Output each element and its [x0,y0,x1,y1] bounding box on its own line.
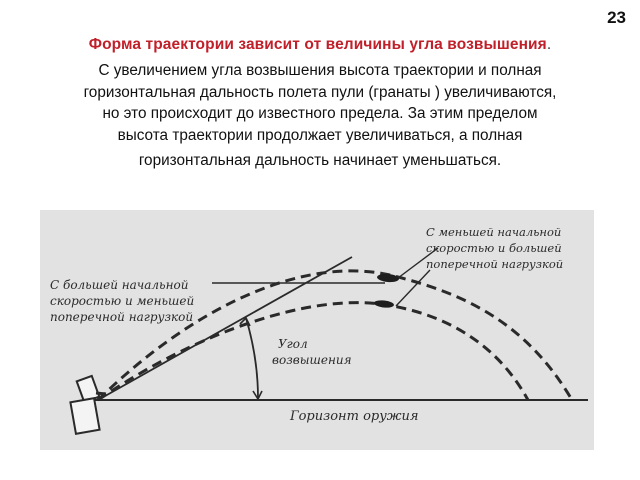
label-right-line: поперечной нагрузкой [426,257,563,271]
right-leader-line-upper [397,247,439,279]
title-end: . [546,36,552,53]
label-left-line: поперечной нагрузкой [50,310,193,324]
trajectory-inner [97,301,530,402]
label-right: С меньшей начальной скоростью и большей … [426,225,565,271]
body-paragraph: С увеличением угла возвышения высота тра… [12,60,628,172]
label-angle: Угол возвышения [272,337,352,367]
trajectory-outer [96,269,574,402]
label-horizon: Горизонт оружия [289,409,419,424]
paragraph-line: С увеличением угла возвышения высота тра… [98,62,542,79]
label-left-line: С большей начальной [50,278,188,292]
projectile-inner [374,300,394,308]
label-right-line: скоростью и большей [426,241,562,255]
label-angle-line: Угол [278,337,308,351]
paragraph-line: но это происходит до известного предела.… [102,105,538,123]
slide-title: Форма траектории зависит от величины угл… [0,36,640,54]
label-left: С большей начальной скоростью и меньшей … [50,278,198,324]
page-number: 23 [607,8,626,27]
paragraph-line: горизонтальная дальность начинает уменьш… [138,152,502,170]
angle-arrow-bottom [252,390,263,401]
paragraph-line: высота траектории продолжает увеличивать… [117,126,523,144]
label-left-line: скоростью и меньшей [50,294,194,308]
trajectory-svg: С большей начальной скоростью и меньшей … [50,225,588,435]
paragraph-line: горизонтальная дальность полета пули (гр… [83,83,557,101]
angle-arrow-top [239,316,251,327]
trajectory-diagram: С большей начальной скоростью и меньшей … [40,210,594,450]
departure-line [97,256,353,401]
elevation-angle-arc [245,317,259,399]
label-angle-line: возвышения [272,353,352,367]
title-text: Форма траектории зависит от величины угл… [88,36,547,53]
projectile-outer [377,273,399,283]
right-leader-line-lower [395,269,431,307]
weapon-icon [69,374,107,435]
label-right-line: С меньшей начальной [426,225,561,239]
